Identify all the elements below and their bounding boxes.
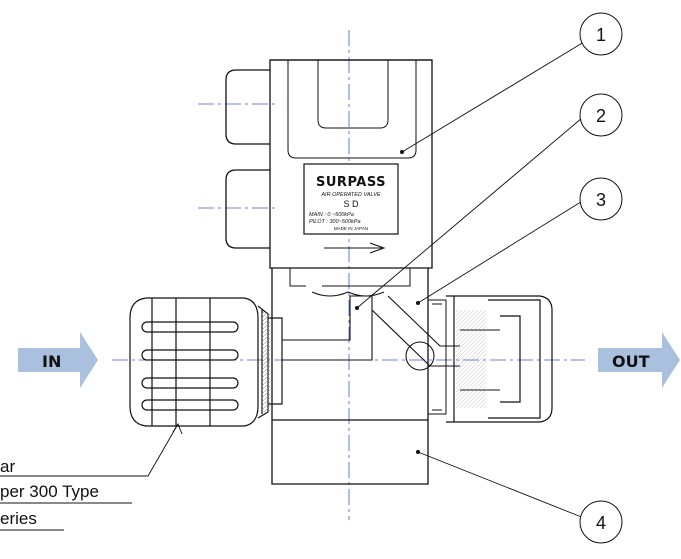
callout-2-number: 2 bbox=[596, 106, 606, 126]
left-union-nut bbox=[129, 297, 283, 427]
nameplate: SURPASS AIR OPERATED VALVE S D MAIN : 0 … bbox=[303, 163, 399, 235]
callout-1-number: 1 bbox=[596, 25, 606, 45]
note-line3: eries bbox=[0, 509, 37, 528]
callout-1: 1 bbox=[579, 12, 623, 56]
nameplate-origin: MADE IN JAPAN bbox=[334, 226, 368, 231]
note-line1: ar bbox=[0, 457, 15, 476]
valve-body bbox=[225, 59, 460, 485]
nameplate-model: S D bbox=[343, 199, 359, 209]
leader-dots bbox=[355, 150, 420, 454]
nameplate-line1: AIR OPERATED VALVE bbox=[320, 192, 381, 198]
leader-lines bbox=[0, 41, 585, 519]
in-flow-arrow: IN bbox=[18, 332, 98, 388]
right-thread-hatch bbox=[456, 310, 486, 408]
callout-4: 4 bbox=[579, 500, 623, 544]
left-thread-hatch bbox=[262, 312, 270, 412]
nameplate-frame bbox=[303, 163, 399, 235]
flow-direction-arrow bbox=[324, 242, 386, 254]
out-label: OUT bbox=[612, 352, 650, 371]
callout-3: 3 bbox=[579, 177, 623, 221]
out-flow-arrow: OUT bbox=[598, 332, 680, 388]
callout-2: 2 bbox=[579, 93, 623, 137]
callout-3-number: 3 bbox=[596, 190, 606, 210]
nameplate-pilot: PILOT : 300~500kPa bbox=[309, 219, 361, 225]
note-text: ar per 300 Type eries bbox=[0, 457, 132, 531]
nameplate-main: MAIN : 0 ~500kPa bbox=[309, 212, 354, 218]
callout-4-number: 4 bbox=[596, 513, 606, 533]
nameplate-brand: SURPASS bbox=[316, 175, 386, 190]
note-line2: per 300 Type bbox=[0, 482, 99, 501]
in-label: IN bbox=[42, 352, 61, 371]
centerlines bbox=[112, 30, 585, 520]
